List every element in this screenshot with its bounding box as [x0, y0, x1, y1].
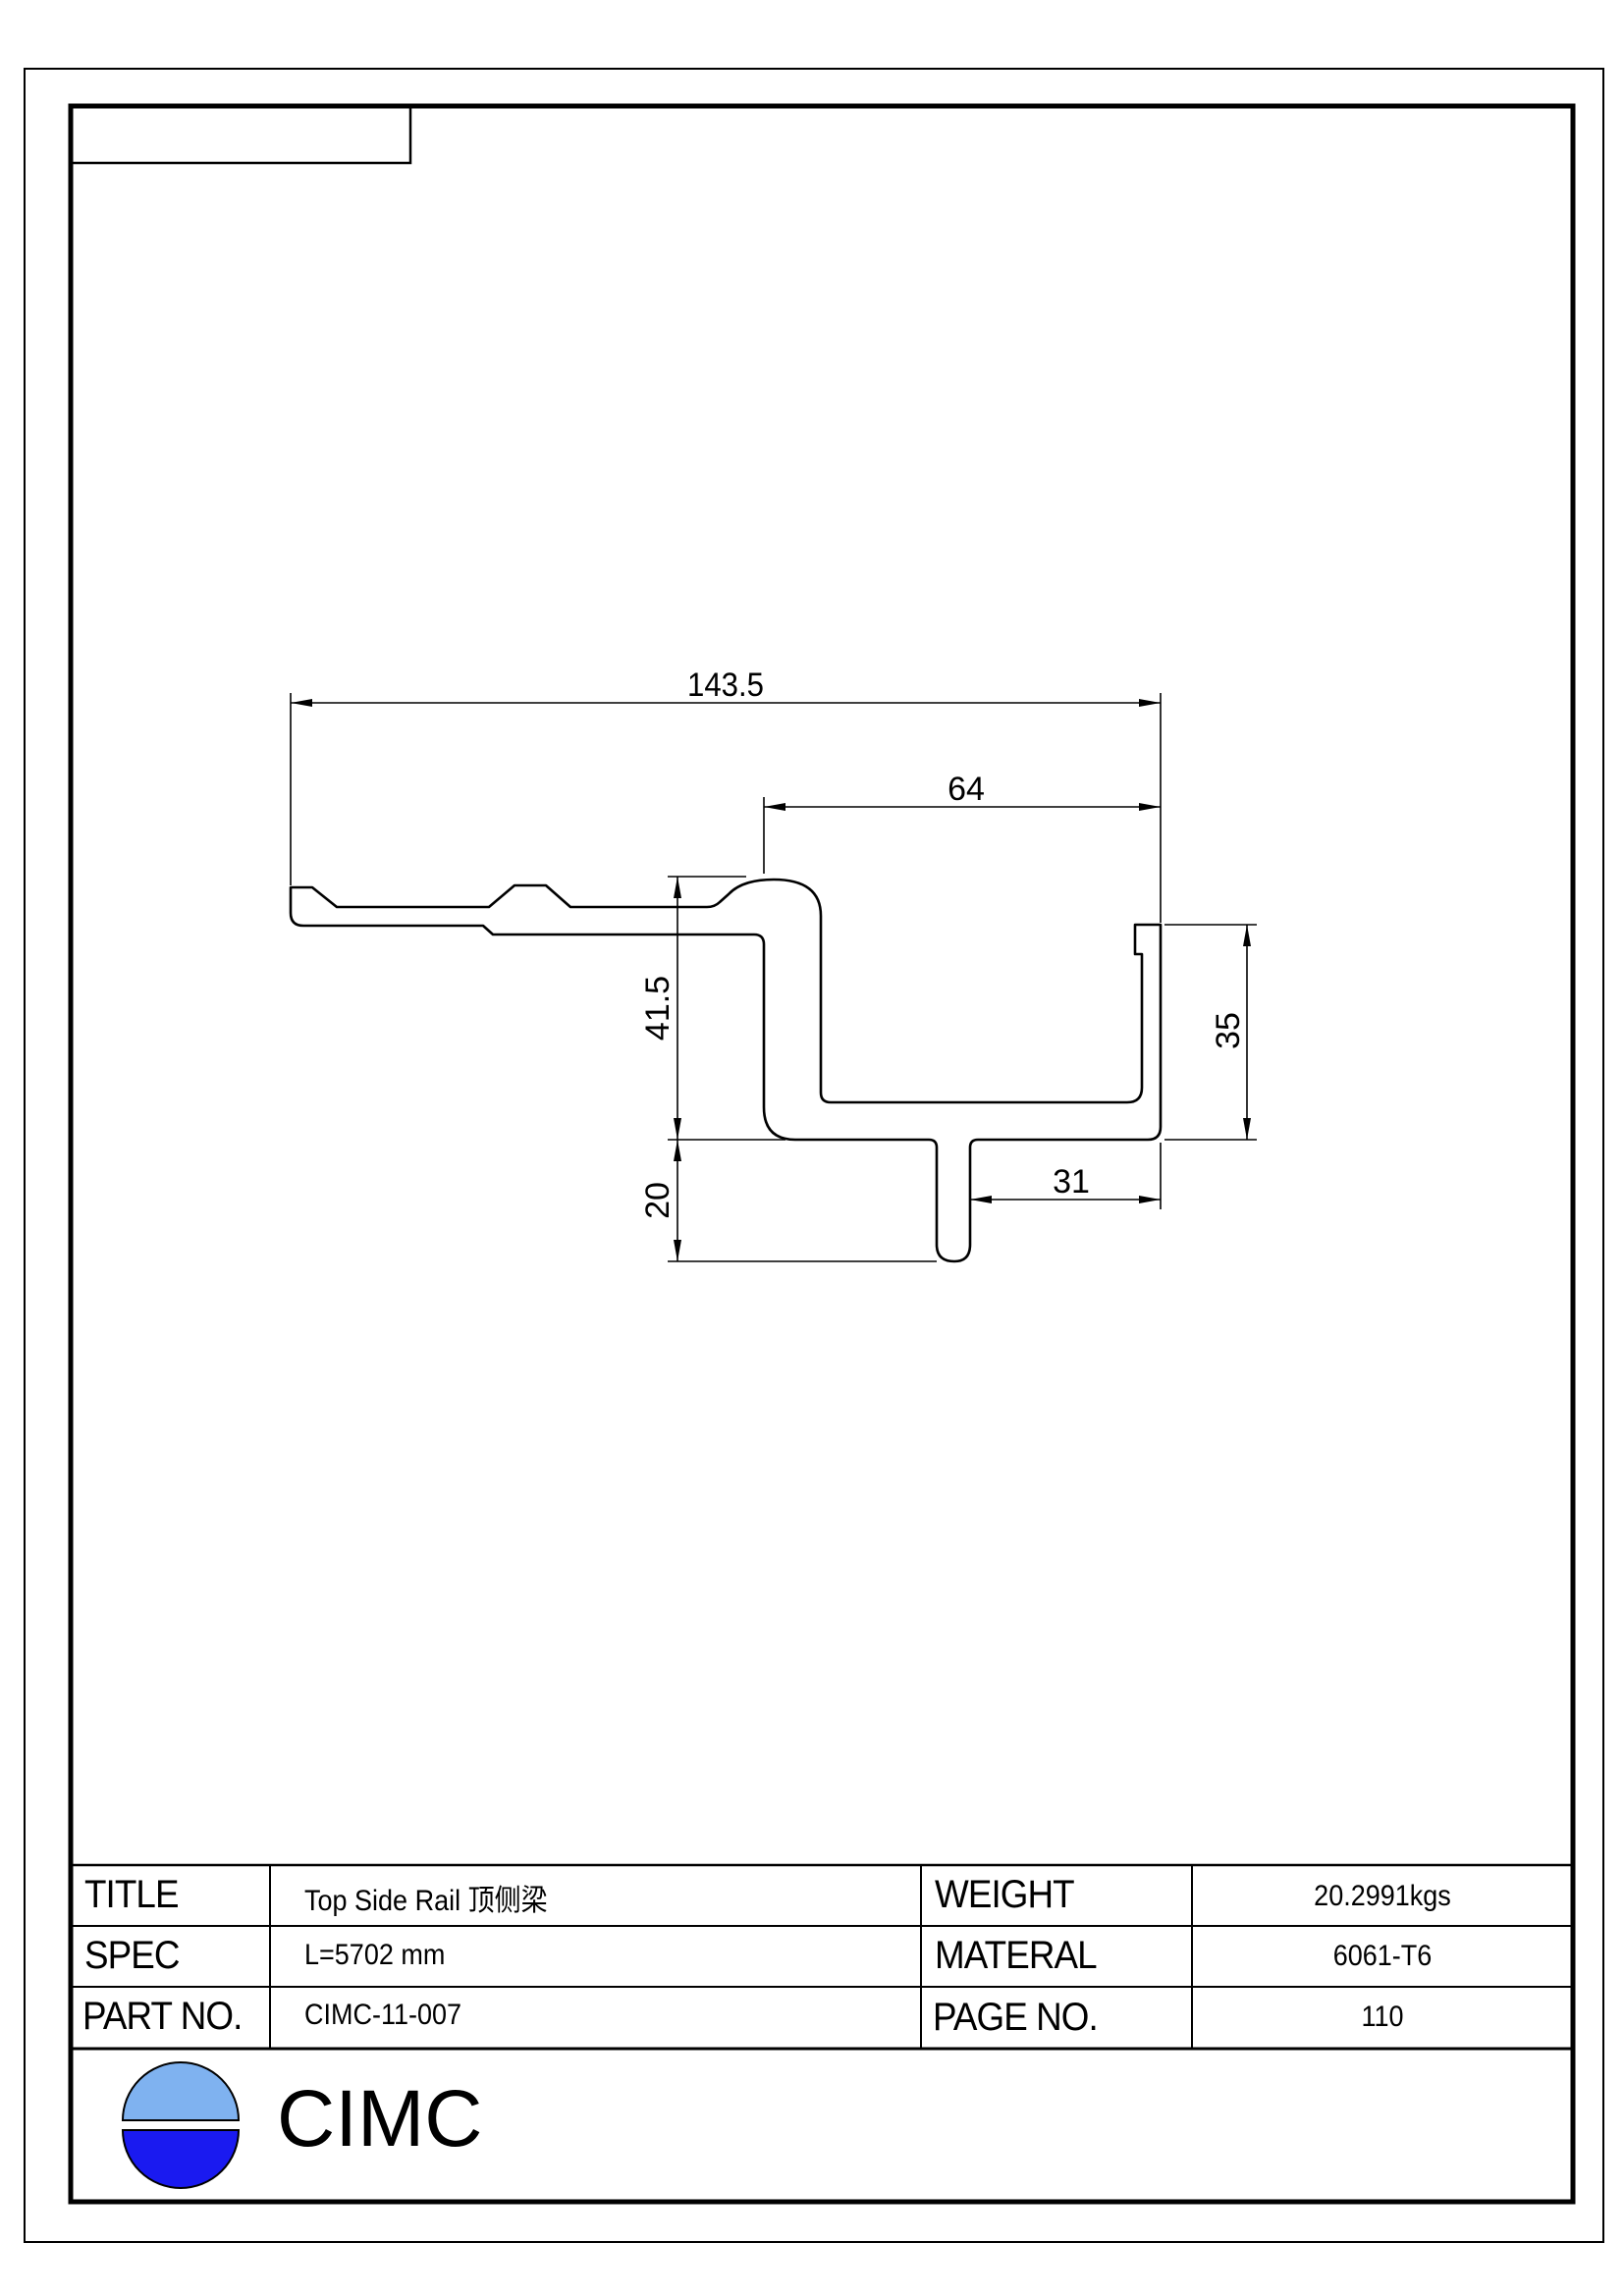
material-label: MATERAL [935, 1934, 1098, 1977]
brand-name: CIMC [277, 2074, 483, 2163]
inner-frame [68, 103, 1576, 2205]
weight-value: 20.2991kgs [1314, 1880, 1451, 1912]
dim-tee-offset: 31 [1053, 1163, 1090, 1201]
page-no-label: PAGE NO. [933, 1996, 1099, 2039]
spec-value: L=5702 mm [304, 1939, 446, 1971]
title-label: TITLE [84, 1873, 180, 1916]
drawing-number-box [69, 104, 412, 165]
dim-tee-height: 20 [639, 1182, 677, 1219]
dimension-arrows [291, 699, 1251, 1261]
cimc-logo-icon [121, 2061, 241, 2189]
dimensions [290, 693, 1257, 1262]
dim-overall-width: 143.5 [687, 667, 764, 704]
title-value: Top Side Rail 顶侧梁 [304, 1885, 548, 1917]
material-value: 6061-T6 [1332, 1940, 1433, 1972]
dim-channel-height: 35 [1210, 1012, 1247, 1049]
part-no-label: PART NO. [82, 1995, 243, 2038]
dim-left-height: 41.5 [639, 976, 677, 1041]
dim-channel-width: 64 [947, 771, 985, 808]
spec-label: SPEC [84, 1934, 180, 1977]
outer-frame [24, 68, 1604, 2243]
rail-profile [289, 878, 1163, 1263]
weight-label: WEIGHT [935, 1873, 1075, 1916]
title-block-grid [71, 1863, 1573, 2051]
part-no-value: CIMC-11-007 [304, 1999, 462, 2031]
page-no-value: 110 [1361, 2001, 1404, 2033]
